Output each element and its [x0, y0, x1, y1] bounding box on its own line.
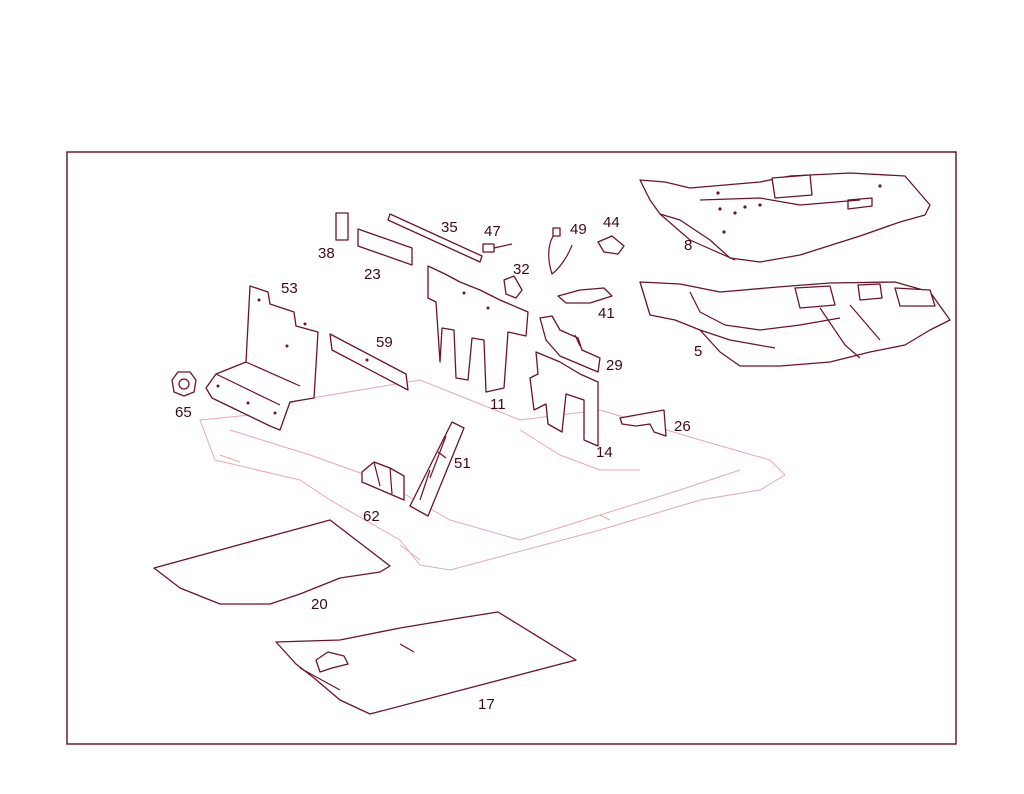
part-38	[335, 212, 349, 241]
callout-14: 14	[596, 444, 613, 461]
callout-62: 62	[363, 508, 380, 525]
part-29	[539, 315, 601, 373]
callout-20: 20	[311, 596, 328, 613]
callout-41: 41	[598, 305, 615, 322]
callouts: 5 8 11 14 17 20 23 26 29 32 35 38 41 44 …	[175, 214, 702, 713]
part-53	[205, 285, 319, 431]
callout-5: 5	[694, 343, 702, 360]
part-26	[619, 409, 667, 437]
callout-11: 11	[490, 396, 506, 413]
part-59	[329, 333, 409, 391]
callout-26: 26	[674, 418, 691, 435]
part-8	[639, 172, 931, 263]
callout-38: 38	[318, 245, 335, 262]
callout-65: 65	[175, 404, 192, 421]
part-32	[503, 275, 523, 299]
part-62	[361, 461, 405, 501]
part-20	[153, 519, 391, 605]
callout-59: 59	[376, 334, 393, 351]
callout-49: 49	[570, 221, 587, 238]
part-35	[387, 213, 483, 263]
callout-8: 8	[684, 237, 692, 254]
vehicle-floor-ghost	[199, 379, 786, 571]
part-65	[171, 371, 197, 397]
callout-51: 51	[454, 455, 471, 472]
callout-29: 29	[606, 357, 623, 374]
callout-47: 47	[484, 223, 501, 240]
part-51	[409, 421, 465, 517]
part-14	[529, 351, 599, 447]
callout-53: 53	[281, 280, 298, 297]
callout-32: 32	[513, 261, 530, 278]
callout-17: 17	[478, 696, 495, 713]
part-44	[597, 235, 625, 255]
part-17	[275, 611, 577, 715]
part-49	[548, 227, 573, 275]
part-41	[557, 287, 613, 304]
callout-23: 23	[364, 266, 381, 283]
part-5	[639, 281, 951, 367]
callout-44: 44	[603, 214, 620, 231]
callout-35: 35	[441, 219, 458, 236]
diagram-frame	[66, 151, 957, 745]
part-47	[482, 243, 513, 253]
part-11	[427, 265, 529, 393]
part-23	[357, 228, 413, 266]
